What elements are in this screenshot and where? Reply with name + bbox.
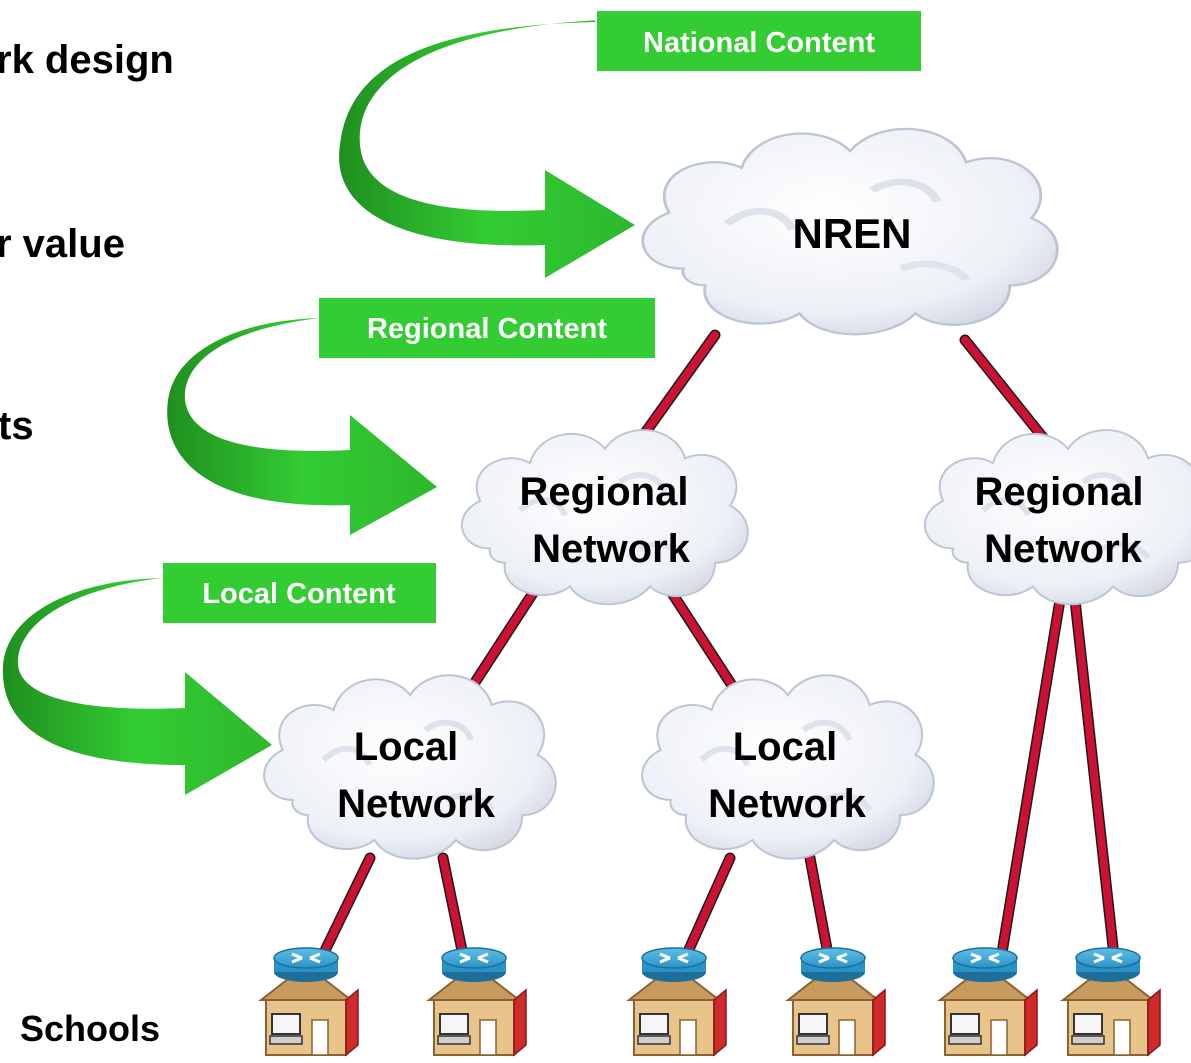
national-content-arrow [339, 20, 635, 278]
school-house-icon [786, 946, 887, 1057]
school-house-icon [427, 946, 528, 1057]
local-network-label-right-1: Local [733, 725, 837, 769]
school-5 [938, 946, 1039, 1057]
cloud-icon [925, 430, 1191, 604]
schools-label: Schools [20, 1008, 161, 1049]
regional-network-label-right-1: Regional [975, 470, 1144, 514]
national-content-label: National Content [595, 9, 923, 73]
regional-network-cloud-right [925, 430, 1191, 604]
cloud-icon [462, 430, 748, 604]
school-house-icon [1061, 946, 1162, 1057]
svg-text:Local Content: Local Content [202, 578, 396, 610]
network-links [312, 329, 1121, 971]
school-house-icon [259, 946, 360, 1057]
school-1 [259, 946, 360, 1057]
text-network-design: rk design [0, 38, 174, 82]
school-2 [427, 946, 528, 1057]
school-6 [1061, 946, 1162, 1057]
local-network-label-left-1: Local [354, 725, 458, 769]
svg-text:Regional Content: Regional Content [367, 313, 607, 345]
nren-label: NREN [792, 210, 911, 257]
svg-text:National Content: National Content [643, 27, 875, 59]
regional-network-cloud-left [462, 430, 748, 604]
curved-arrow-icon [2, 578, 272, 795]
regional-content-arrow [167, 318, 437, 535]
school-house-icon [938, 946, 1039, 1057]
text-ts: ts [0, 404, 34, 448]
regional-content-label: Regional Content [317, 296, 657, 360]
local-content-label: Local Content [161, 561, 438, 625]
local-network-label-right-2: Network [708, 782, 867, 826]
local-network-label-left-2: Network [337, 782, 496, 826]
local-content-arrow [2, 578, 272, 795]
school-3 [627, 946, 728, 1057]
school-house-icon [627, 946, 728, 1057]
school-4 [786, 946, 887, 1057]
curved-arrow-icon [167, 318, 437, 535]
regional-network-label-left-1: Regional [520, 470, 689, 514]
regional-network-label-left-2: Network [532, 527, 691, 571]
regional-network-label-right-2: Network [984, 527, 1143, 571]
text-value: r value [0, 222, 125, 266]
curved-arrow-icon [339, 20, 635, 278]
